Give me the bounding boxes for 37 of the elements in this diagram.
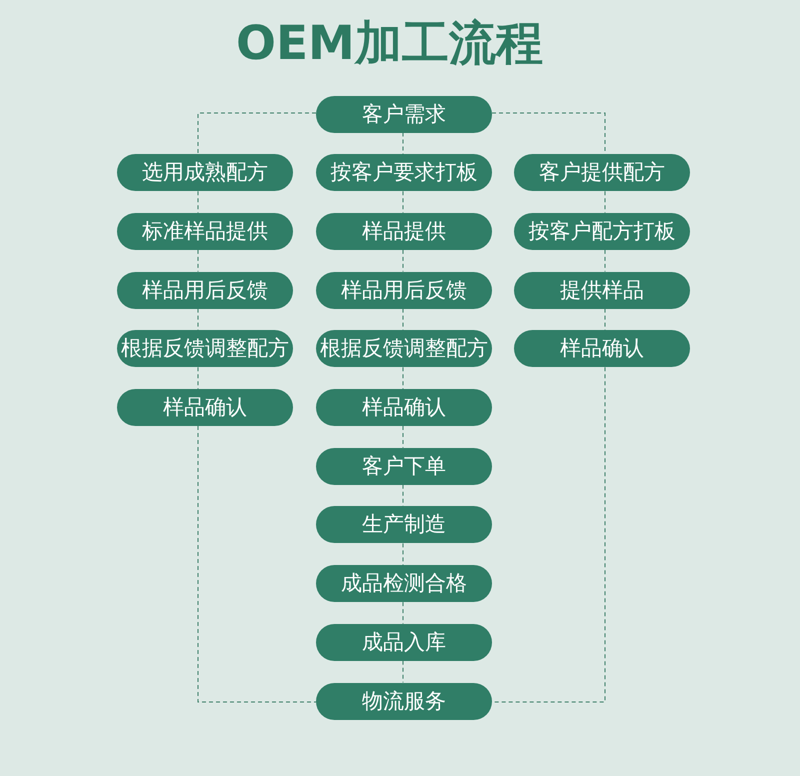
connector-line [402, 366, 404, 390]
step-pill: 客户提供配方 [514, 154, 690, 192]
step-pill: 根据反馈调整配方 [316, 330, 492, 368]
connector-line [402, 132, 404, 155]
connector-line [604, 249, 606, 272]
step-pill: 客户下单 [316, 448, 492, 485]
step-pill: 按客户要求打板 [316, 154, 492, 192]
title: OEM加工流程 [236, 15, 543, 73]
connector-line [402, 190, 404, 214]
step-pill: 样品确认 [117, 389, 293, 426]
connector-line [604, 190, 606, 214]
connector-line [402, 484, 404, 507]
connector-line [402, 308, 404, 331]
step-pill: 提供样品 [514, 272, 690, 309]
step-pill: 根据反馈调整配方 [117, 330, 293, 368]
connector-line [402, 542, 404, 566]
step-pill: 样品确认 [316, 389, 492, 426]
step-pill: 客户需求 [316, 96, 492, 132]
step-pill: 样品确认 [514, 330, 690, 368]
connector-line [402, 660, 404, 683]
step-pill: 按客户配方打板 [514, 212, 690, 250]
step-pill: 物流服务 [316, 682, 492, 720]
connector-line [604, 308, 606, 331]
connector-line [402, 426, 404, 448]
connector-line [402, 602, 404, 624]
step-pill: 成品入库 [316, 624, 492, 661]
step-pill: 选用成熟配方 [117, 154, 293, 192]
step-pill: 标准样品提供 [117, 212, 293, 250]
step-pill: 样品提供 [316, 212, 492, 250]
connector-line [198, 112, 316, 155]
step-pill: 样品用后反馈 [117, 272, 293, 309]
connector-line [402, 249, 404, 272]
connector-line [492, 366, 606, 702]
step-pill: 成品检测合格 [316, 565, 492, 602]
connector-line [198, 426, 316, 702]
step-pill: 生产制造 [316, 506, 492, 544]
step-pill: 样品用后反馈 [316, 272, 492, 309]
